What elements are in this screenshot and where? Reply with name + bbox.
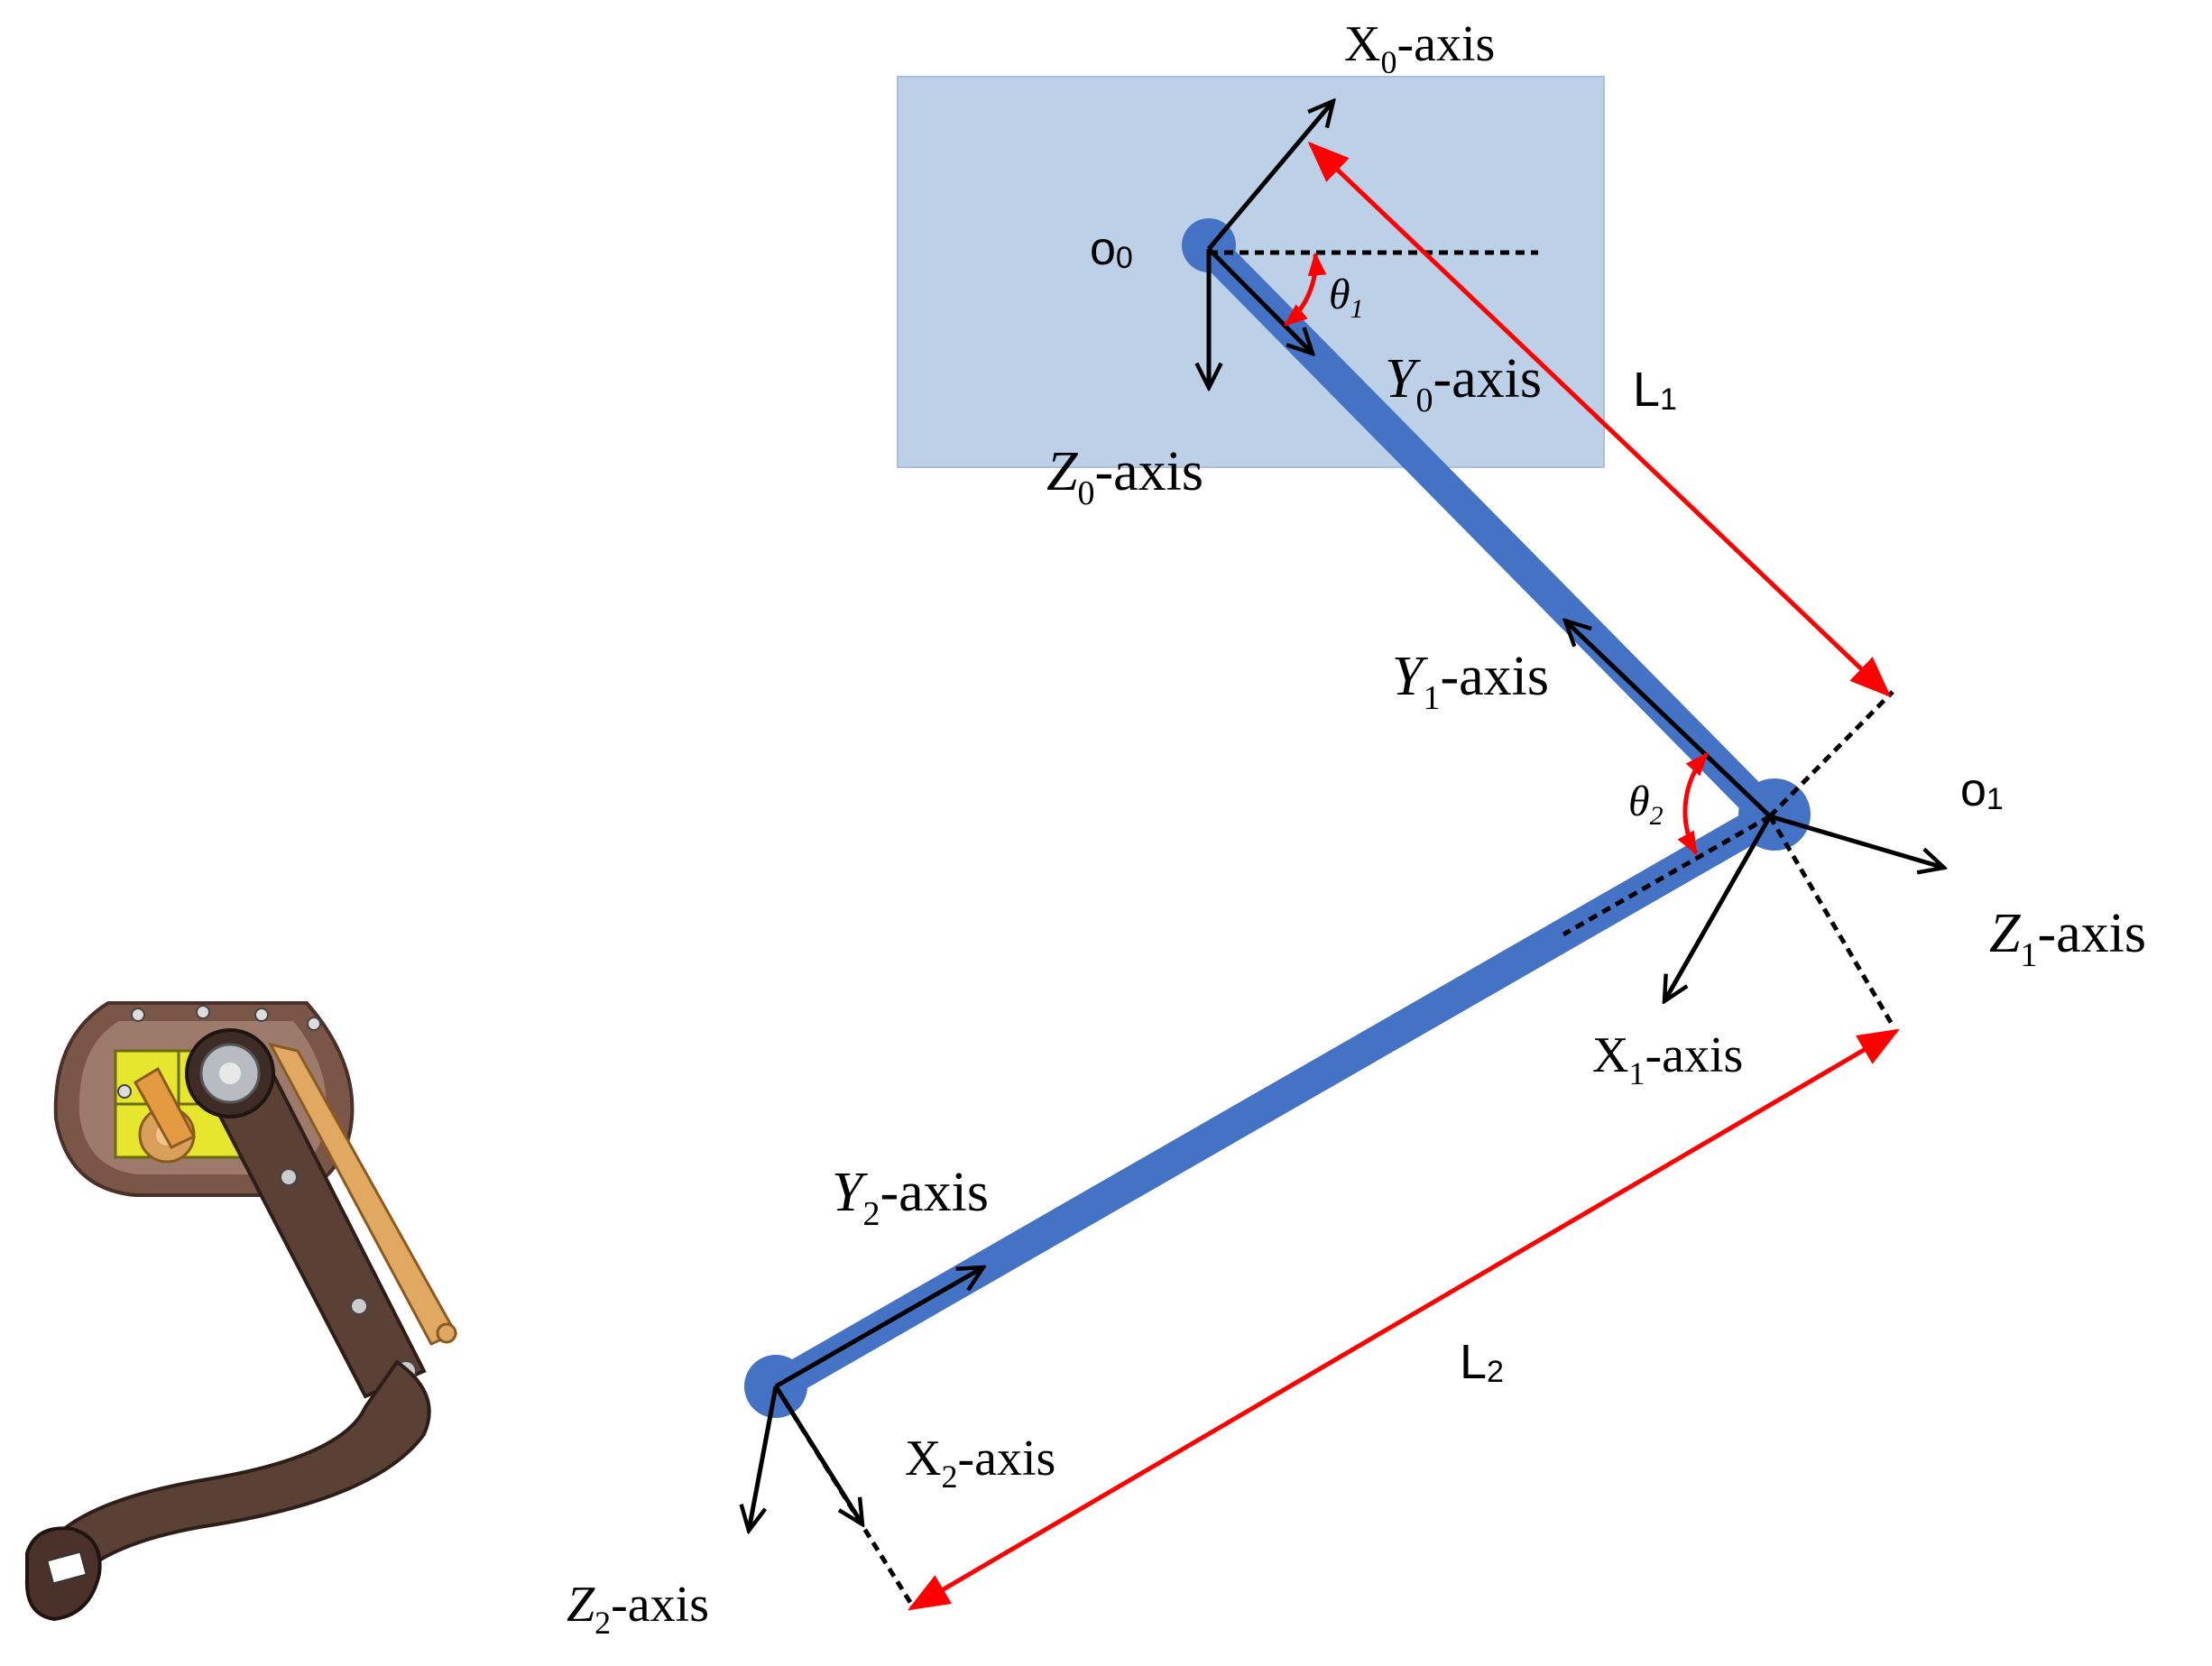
axis-arrows [749,101,1944,1531]
x0-axis-arrow [1207,101,1333,251]
theta2-arc [1677,752,1709,856]
x0-axis-label: X0-axis [1344,16,1495,80]
l1-label: L1 [1633,363,1677,417]
z0-axis-label: Z0-axis [1046,441,1203,512]
z2-axis-arrow [749,1385,779,1531]
x1-axis-label: X1-axis [1592,1027,1743,1091]
exoskeleton-knee-device-icon [24,1001,458,1622]
y0-axis-label: Y0-axis [1385,348,1542,419]
theta1-label: θ1 [1329,271,1364,324]
o1-label: o1 [1960,764,2004,816]
theta1-arc [1283,252,1327,327]
y1-axis-label: Y1-axis [1392,646,1549,717]
l2-label: L2 [1460,1335,1504,1389]
y2-axis-label: Y2-axis [832,1162,989,1233]
x2-axis-label: X2-axis [905,1431,1055,1495]
y0-axis-arrow [1207,247,1313,354]
x2-axis-arrow [773,1385,862,1524]
z1-axis-label: Z1-axis [1989,903,2146,974]
l1-dimension-line [1307,141,1892,698]
l2-dimension-line [908,1028,1900,1611]
y1-axis-arrow [1565,621,1772,818]
o0-label: o0 [1090,223,1133,275]
y2-axis-arrow [774,1267,983,1389]
z1-axis-arrow [1769,814,1944,868]
z2-axis-label: Z2-axis [567,1577,709,1641]
x1-axis-arrow [1664,815,1773,1001]
theta2-label: θ2 [1628,778,1664,831]
